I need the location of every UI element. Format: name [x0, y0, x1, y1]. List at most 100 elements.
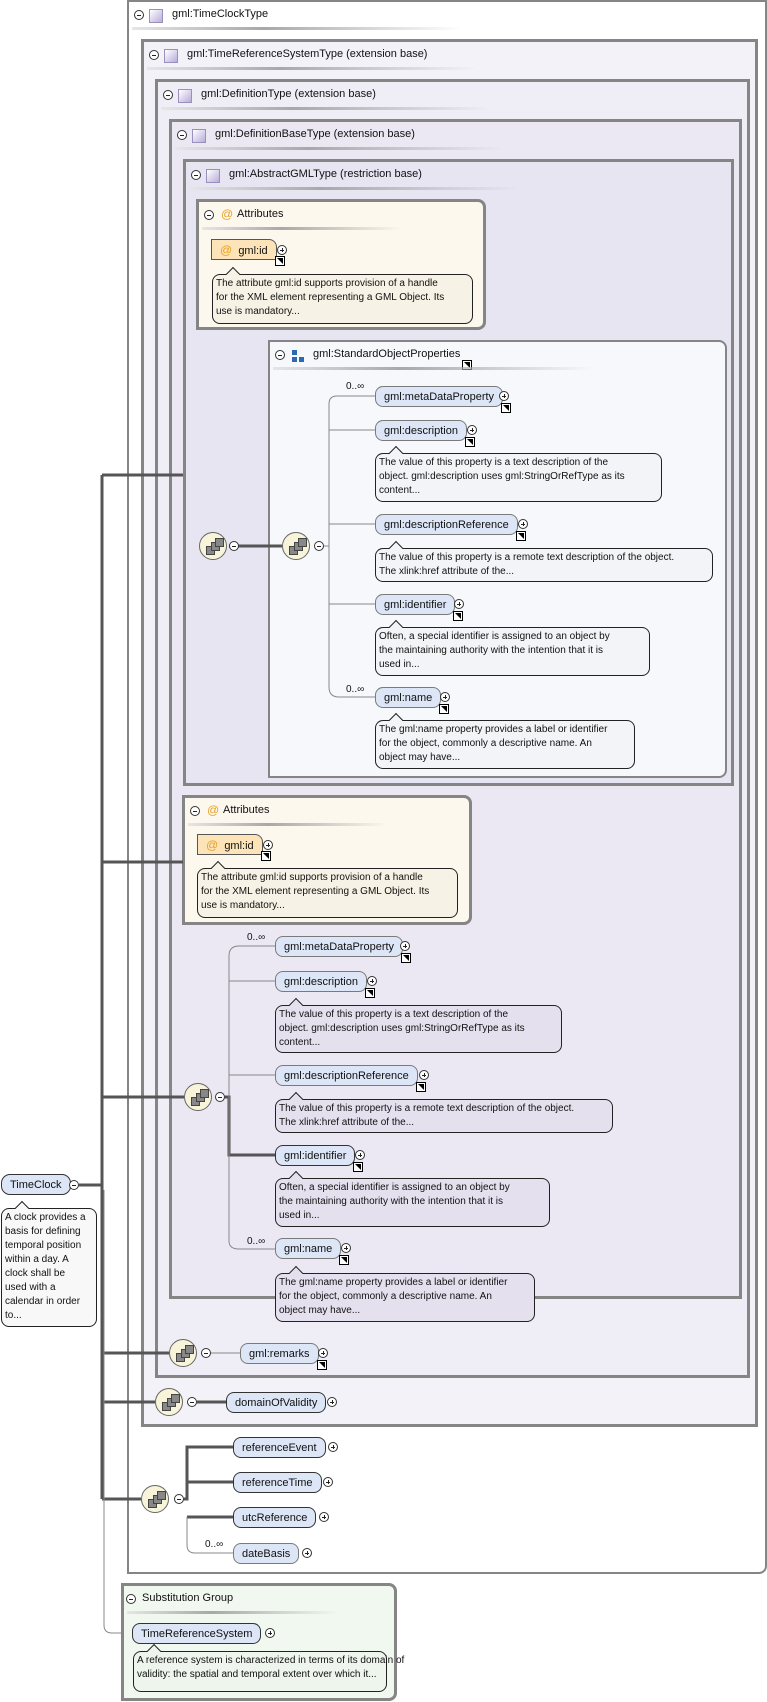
sequence-icon — [184, 1083, 212, 1111]
collapse-icon[interactable] — [126, 1594, 136, 1604]
shortcut-arrow-icon[interactable] — [316, 1360, 327, 1370]
element-metadataproperty[interactable]: gml:metaDataProperty — [275, 936, 412, 963]
expand-icon[interactable] — [323, 1477, 333, 1487]
header-divider — [175, 147, 505, 150]
element-metadataproperty[interactable]: gml:metaDataProperty — [375, 386, 512, 413]
element-name-gml[interactable]: gml:name — [275, 1238, 350, 1265]
element-name: gml:identifier — [384, 599, 447, 611]
collapse-icon[interactable] — [149, 50, 159, 60]
collapse-icon[interactable] — [204, 210, 214, 220]
expand-icon[interactable] — [440, 692, 450, 702]
element-doc: The value of this property is a text des… — [275, 1005, 562, 1053]
element-identifier[interactable]: gml:identifier — [375, 594, 464, 621]
element-name: gml:metaDataProperty — [284, 941, 395, 953]
element-description[interactable]: gml:description — [375, 420, 475, 447]
element-domainofvalidity[interactable]: domainOfValidity — [226, 1392, 327, 1413]
shortcut-arrow-icon[interactable] — [453, 611, 464, 621]
header-divider — [127, 1611, 337, 1614]
element-utcreference[interactable]: utcReference — [233, 1507, 317, 1528]
shortcut-arrow-icon[interactable] — [439, 704, 450, 714]
element-descriptionreference[interactable]: gml:descriptionReference — [375, 514, 526, 541]
attribute-icon: @ — [220, 243, 233, 257]
connector — [225, 1095, 275, 1157]
connector — [103, 1190, 132, 1634]
element-datebasis[interactable]: dateBasis — [233, 1543, 300, 1564]
expand-icon[interactable] — [419, 1070, 429, 1080]
expand-icon[interactable] — [518, 519, 528, 529]
expand-icon[interactable] — [355, 1150, 365, 1160]
expand-icon[interactable] — [341, 1243, 351, 1253]
expand-icon[interactable] — [302, 1548, 312, 1558]
shortcut-arrow-icon[interactable] — [353, 1162, 364, 1172]
element-referenceevent[interactable]: referenceEvent — [233, 1437, 326, 1458]
collapse-icon[interactable] — [191, 170, 201, 180]
collapse-icon[interactable] — [163, 90, 173, 100]
group-icon — [292, 350, 304, 362]
expand-icon[interactable] — [454, 599, 464, 609]
expand-icon[interactable] — [367, 976, 377, 986]
expand-icon[interactable] — [499, 391, 509, 401]
element-name: referenceEvent — [242, 1442, 317, 1454]
sequence-icon — [141, 1485, 169, 1513]
expand-icon[interactable] — [467, 425, 477, 435]
attribute-gml-id[interactable]: @ gml:id — [211, 239, 285, 266]
expand-icon[interactable] — [263, 840, 273, 850]
attribute-gml-id[interactable]: @ gml:id — [197, 834, 271, 861]
expand-icon[interactable] — [400, 941, 410, 951]
element-doc: The value of this property is a remote t… — [375, 548, 713, 582]
collapse-icon[interactable] — [215, 1092, 225, 1102]
element-name: referenceTime — [242, 1477, 313, 1489]
expand-icon[interactable] — [319, 1512, 329, 1522]
complex-type-icon — [149, 9, 163, 23]
shortcut-arrow-icon[interactable] — [339, 1255, 350, 1265]
occurrence-label: 0..∞ — [247, 932, 266, 943]
collapse-icon[interactable] — [314, 541, 324, 551]
element-remarks[interactable]: gml:remarks — [240, 1343, 327, 1370]
attribute-doc: The attribute gml:id supports provision … — [212, 274, 473, 324]
complex-type-icon — [206, 169, 220, 183]
collapse-icon[interactable] — [134, 10, 144, 20]
element-description[interactable]: gml:description — [275, 971, 375, 998]
expand-icon[interactable] — [328, 1442, 338, 1452]
element-doc: A reference system is characterized in t… — [133, 1651, 404, 1692]
shortcut-arrow-icon[interactable] — [401, 953, 412, 963]
element-doc: The gml:name property provides a label o… — [375, 720, 635, 769]
expand-icon[interactable] — [327, 1397, 337, 1407]
element-timereferencesystem[interactable]: TimeReferenceSystem — [132, 1623, 262, 1644]
collapse-icon[interactable] — [69, 1180, 79, 1190]
type-title: gml:AbstractGMLType (restriction base) — [229, 168, 422, 180]
expand-icon[interactable] — [265, 1628, 275, 1638]
header-divider — [161, 107, 491, 110]
collapse-icon[interactable] — [187, 1397, 197, 1407]
element-name: gml:remarks — [249, 1348, 310, 1360]
element-doc: The value of this property is a text des… — [375, 453, 662, 502]
shortcut-arrow-icon[interactable] — [464, 437, 475, 447]
shortcut-arrow-icon[interactable] — [364, 988, 375, 998]
collapse-icon[interactable] — [229, 541, 239, 551]
expand-icon[interactable] — [318, 1348, 328, 1358]
shortcut-arrow-icon[interactable] — [501, 403, 512, 413]
occurrence-label: 0..∞ — [346, 684, 365, 695]
shortcut-arrow-icon[interactable] — [515, 531, 526, 541]
shortcut-arrow-icon[interactable] — [274, 256, 285, 266]
element-descriptionreference[interactable]: gml:descriptionReference — [275, 1065, 426, 1092]
shortcut-arrow-icon[interactable] — [415, 1082, 426, 1092]
collapse-icon[interactable] — [177, 130, 187, 140]
shortcut-arrow-icon[interactable] — [260, 851, 271, 861]
attribute-icon: @ — [221, 207, 234, 221]
element-doc: Often, a special identifier is assigned … — [275, 1178, 550, 1227]
element-identifier[interactable]: gml:identifier — [275, 1145, 364, 1172]
collapse-icon[interactable] — [201, 1348, 211, 1358]
collapse-icon[interactable] — [174, 1494, 184, 1504]
element-timeclock[interactable]: TimeClock — [1, 1174, 71, 1195]
element-referencetime[interactable]: referenceTime — [233, 1472, 322, 1493]
connector — [79, 473, 184, 1501]
collapse-icon[interactable] — [275, 350, 285, 360]
expand-icon[interactable] — [277, 245, 287, 255]
attribute-icon: @ — [206, 838, 219, 852]
complex-type-icon — [178, 89, 192, 103]
complex-type-icon — [192, 129, 206, 143]
element-name-gml[interactable]: gml:name — [375, 687, 450, 714]
element-name: gml:description — [284, 976, 358, 988]
collapse-icon[interactable] — [190, 806, 200, 816]
